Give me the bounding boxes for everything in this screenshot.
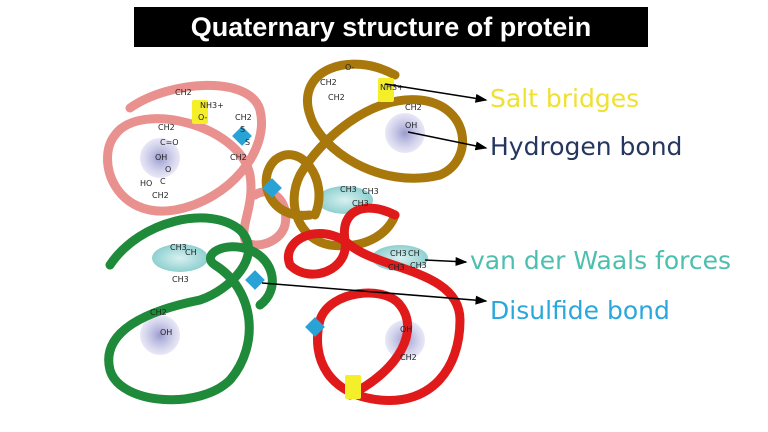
chemical-group-label: CH2 [405,103,422,112]
salt-bridge-site [192,100,208,124]
disulfide-site [305,317,325,337]
chemical-group-label: C=O [160,138,179,147]
disulfide-site [262,178,282,198]
chemical-group-label: CH2 [175,88,192,97]
disulfide-site [232,126,252,146]
chemical-group-label: NH3+ [200,101,224,110]
chemical-group-label: CH3 [170,243,187,252]
chemical-group-label: CH3 [172,275,189,284]
chemical-group-label: CH3 [410,261,427,270]
diagram-title: Quaternary structure of protein [134,7,648,47]
chemical-group-label: CH [408,249,420,258]
chemical-group-label: OH [405,121,417,130]
chemical-group-label: OH [155,153,167,162]
chemical-group-label: CH2 [320,78,337,87]
pointer-arrow [261,282,488,305]
hydrogen-bond-site [140,138,180,178]
chemical-group-label: CH3 [388,263,405,272]
hydrogen-bond-site [385,113,425,153]
label-salt-bridges: Salt bridges [490,84,640,113]
pointer-arrow [424,256,468,266]
label-disulfide-bond: Disulfide bond [490,296,670,325]
chemical-group-label: O [165,165,171,174]
chemical-group-label: CH [185,248,197,257]
chemical-group-label: CH3 [340,185,357,194]
label-van-der-waals-forces: van der Waals forces [470,246,732,275]
chemical-group-label: C [160,177,166,186]
salt-bridge-site [378,78,394,102]
chemical-group-label: O- [345,63,355,72]
chemical-group-label: CH2 [150,308,167,317]
chemical-group-label: CH2 [230,153,247,162]
salt-bridge-site [345,375,361,399]
red-chain [283,203,465,405]
hydrogen-bond-site [140,315,180,355]
chemical-group-label: O- [198,113,208,122]
label-hydrogen-bond: Hydrogen bond [490,132,683,161]
chemical-group-label: NH3+ [380,83,404,92]
chemical-group-label: CH2 [328,93,345,102]
chemical-group-label: S [245,138,250,147]
chemical-group-label: CH2 [235,113,252,122]
pointer-arrow [384,83,488,103]
pointer-arrow [407,131,488,151]
chemical-group-label: HO [140,179,152,188]
chemical-group-label: CH2 [152,191,169,200]
chemical-group-label: OH [160,328,172,337]
chemical-group-label: CH2 [400,353,417,362]
van-der-waals-site [152,244,208,272]
chemical-group-label: CH2 [158,123,175,132]
chemical-group-label: S [240,125,245,134]
green-chain [104,213,277,405]
disulfide-site [245,270,265,290]
gold-chain [261,59,468,251]
chemical-group-label: OH [400,325,412,334]
chemical-group-label: CH3 [390,249,407,258]
pink-chain [103,80,291,250]
chemical-group-label: CH3 [362,187,379,196]
chemical-group-label: CH3 [352,199,369,208]
